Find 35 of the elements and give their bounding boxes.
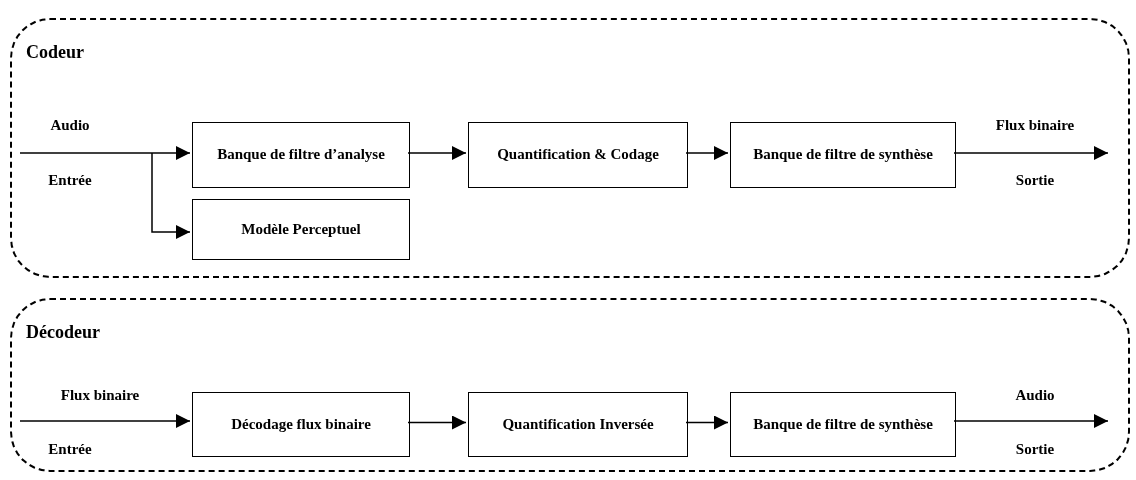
signal-label: Entrée: [48, 441, 92, 458]
signal-label: Flux binaire: [60, 387, 140, 404]
process-box: [192, 122, 410, 188]
arrow: [953, 414, 1109, 428]
box-label: Banque de filtre de synthèse: [753, 414, 933, 434]
box-label: Quantification & Codage: [497, 145, 659, 165]
arrow: [953, 146, 1109, 160]
dashed-group-frame: [10, 298, 1130, 472]
box-label: Modèle Perceptuel: [241, 219, 361, 239]
signal-label: Audio: [50, 117, 90, 134]
arrow: [19, 414, 191, 428]
process-box: [192, 392, 410, 457]
arrow: [151, 152, 191, 239]
process-box: [468, 392, 688, 457]
signal-label: Flux binaire: [995, 117, 1075, 134]
arrow: [19, 146, 191, 160]
dashed-group-frame: [10, 18, 1130, 278]
process-box: [192, 199, 410, 260]
signal-label: Audio: [1015, 387, 1055, 404]
signal-label: Sortie: [1015, 441, 1055, 458]
signal-label: Entrée: [48, 172, 92, 189]
process-box: [730, 122, 956, 188]
signal-label: Sortie: [1015, 172, 1055, 189]
box-label: Banque de filtre d’analyse: [217, 145, 385, 165]
process-box: [730, 392, 956, 457]
group-heading: Décodeur: [26, 322, 100, 343]
arrow: [407, 415, 467, 430]
arrow: [407, 146, 467, 160]
box-label: Décodage flux binaire: [231, 414, 371, 434]
group-heading: Codeur: [26, 42, 84, 63]
box-label: Banque de filtre de synthèse: [753, 145, 933, 165]
box-label: Quantification Inversée: [502, 414, 654, 434]
arrow: [685, 415, 729, 430]
arrow: [685, 146, 729, 160]
process-box: [468, 122, 688, 188]
